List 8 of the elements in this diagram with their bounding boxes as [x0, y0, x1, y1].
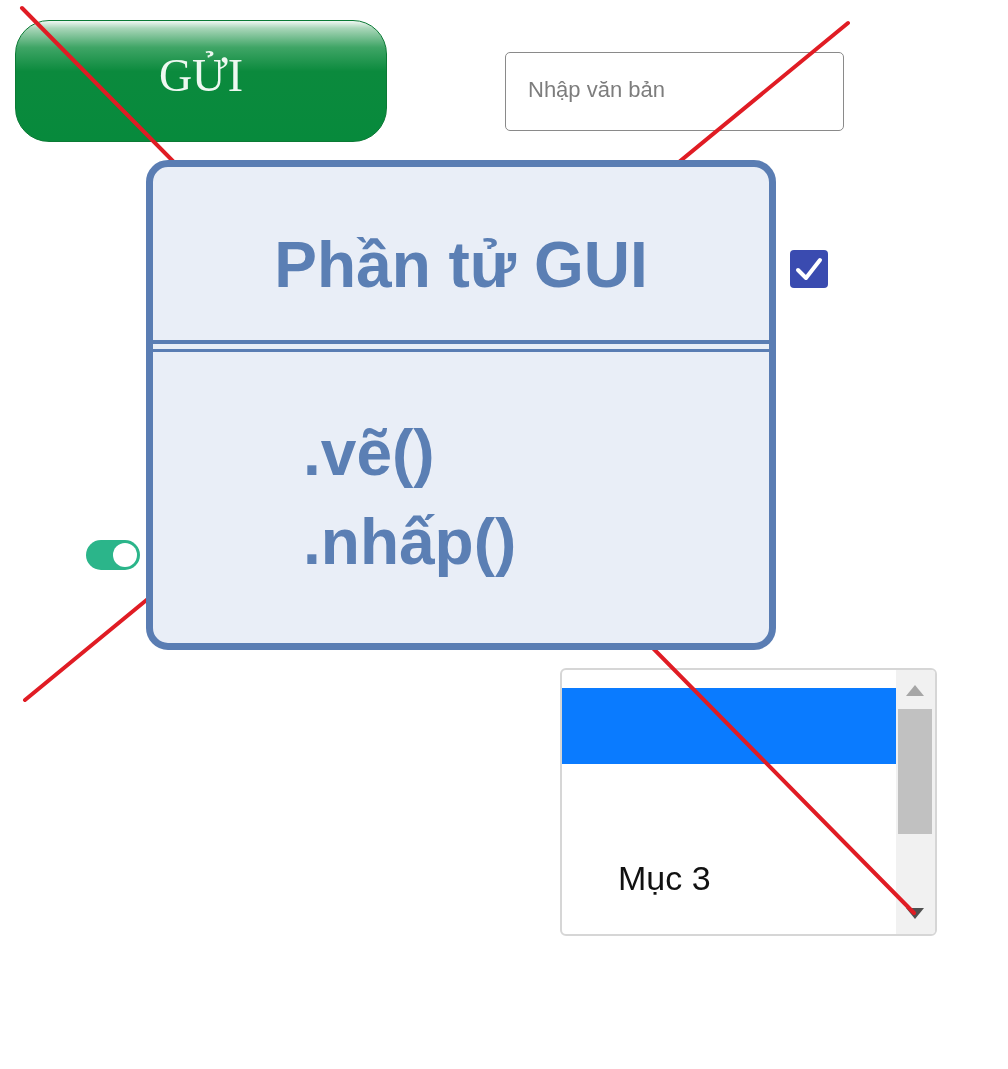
list-item: Mục 3 — [618, 858, 711, 898]
text-input-field: Nhập văn bản — [505, 52, 844, 131]
method-name: .vẽ() — [303, 416, 435, 490]
class-box — [146, 160, 776, 650]
list-box — [560, 668, 937, 936]
send-button: GỬI — [15, 20, 387, 142]
method-name: .nhấp() — [303, 505, 517, 579]
class-name: Phần tử GUI — [274, 228, 648, 302]
